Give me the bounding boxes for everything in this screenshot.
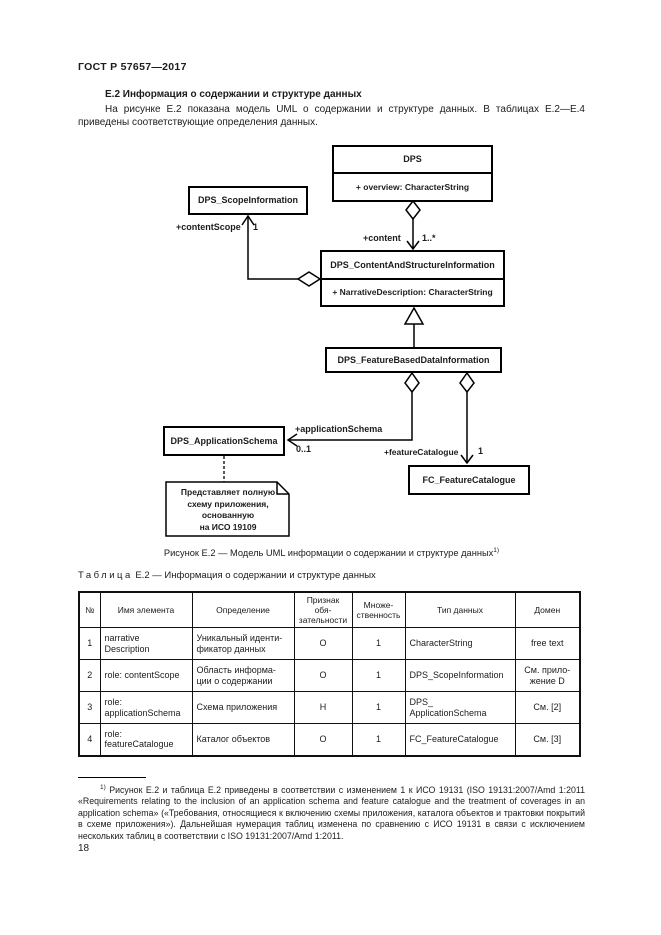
column-header-element-name: Имя элемента [99,591,193,628]
table-row: 2 role: contentScope Область информа- ци… [78,659,581,692]
class-box-feature-based: DPS_FeatureBasedDataInformation [325,347,502,373]
page-number: 18 [78,843,90,854]
note-fold-icon [276,482,289,495]
table-row: 1 narrative Description Уникальный идент… [78,627,581,660]
cell-element-name: role: applicationSchema [99,691,193,724]
figure-caption-text: Рисунок Е.2 — Модель UML информации о со… [163,548,494,559]
column-header-obligation: Признак обя- зательности [293,591,353,628]
cell-element-name: role: contentScope [99,659,193,692]
cell-obligation: О [293,659,353,692]
cell-number: 4 [78,723,101,756]
class-title: DPS [403,154,422,164]
class-title: DPS_ApplicationSchema [170,436,278,446]
cell-data-type: DPS_ ApplicationSchema [404,691,516,724]
column-header-number: № [78,591,101,628]
edge-label-content-scope: +contentScope [176,222,241,232]
footnote-text: Рисунок Е.2 и таблица Е.2 приведены в со… [78,784,585,841]
aggregation-diamond-icon [296,271,322,287]
class-attribute: + overview: CharacterString [334,172,491,200]
class-attribute: + NarrativeDescription: CharacterString [322,278,503,305]
cell-domain: free text [514,627,581,660]
edge-multiplicity-feature-catalogue: 1 [478,446,484,456]
arrowhead-icon [460,454,474,465]
cell-domain: См. [2] [514,691,581,724]
class-title: DPS_ScopeInformation [197,195,298,205]
cell-multiplicity: 1 [351,691,406,724]
table-caption-word: Таблица [78,570,133,581]
cell-definition: Схема приложения [191,691,295,724]
footnote: 1) Рисунок Е.2 и таблица Е.2 приведены в… [78,782,585,842]
figure-caption: Рисунок Е.2 — Модель UML информации о со… [78,547,585,558]
association-line [289,392,413,441]
class-title: DPS_ContentAndStructureInformation [330,260,495,270]
cell-number: 2 [78,659,101,692]
aggregation-diamond-icon [405,199,421,221]
cell-number: 3 [78,691,101,724]
class-box-dps: DPS + overview: CharacterString [332,145,493,202]
document-title: ГОСТ Р 57657—2017 [78,61,187,73]
footnote-divider [78,777,146,778]
cell-number: 1 [78,627,101,660]
class-box-application-schema: DPS_ApplicationSchema [163,426,285,456]
cell-element-name: role: featureCatalogue [99,723,193,756]
generalization-triangle-icon [403,306,425,325]
cell-obligation: Н [293,691,353,724]
aggregation-diamond-icon [404,371,420,394]
cell-element-name: narrative Description [99,627,193,660]
arrowhead-icon [406,240,420,251]
cell-multiplicity: 1 [351,627,406,660]
cell-data-type: DPS_ScopeInformation [404,659,516,692]
cell-multiplicity: 1 [351,723,406,756]
data-definitions-table: № Имя элемента Определение Признак обя- … [78,591,581,757]
cell-data-type: FC_FeatureCatalogue [404,723,516,756]
intro-paragraph: На рисунке Е.2 показана модель UML о сод… [78,104,585,128]
arrowhead-icon [241,214,255,226]
column-header-multiplicity: Множе- ственность [351,591,406,628]
uml-connectors [165,199,475,537]
class-box-scope-information: DPS_ScopeInformation [188,186,308,215]
column-header-domain: Домен [514,591,581,628]
cell-obligation: О [293,723,353,756]
edge-label-application-schema: +applicationSchema [295,424,383,434]
cell-definition: Уникальный иденти- фикатор данных [191,627,295,660]
class-box-feature-catalogue: FC_FeatureCatalogue [408,465,530,495]
edge-multiplicity-content-scope: 1 [253,222,259,232]
class-box-content-and-structure: DPS_ContentAndStructureInformation + Nar… [320,250,505,307]
uml-note-shape [165,481,290,537]
table-header-row: № Имя элемента Определение Признак обя- … [78,591,581,628]
cell-definition: Каталог объектов [191,723,295,756]
column-header-definition: Определение [191,591,295,628]
footnote-marker: 1) [100,784,106,791]
table-row: 3 role: applicationSchema Схема приложен… [78,691,581,724]
uml-note-text: Представляет полную схему приложения, ос… [180,487,276,532]
edge-multiplicity-application-schema: 0..1 [296,444,312,454]
cell-multiplicity: 1 [351,659,406,692]
association-line [247,217,298,280]
cell-domain: См. прило- жение D [514,659,581,692]
section-heading: Е.2 Информация о содержании и структуре … [105,89,362,100]
edge-label-content: +content [363,233,401,243]
edge-label-feature-catalogue: +featureCatalogue [384,447,459,457]
cell-definition: Область информа- ции о содержании [191,659,295,692]
column-header-data-type: Тип данных [404,591,516,628]
aggregation-diamond-icon [459,371,475,394]
cell-data-type: CharacterString [404,627,516,660]
cell-obligation: О [293,627,353,660]
edge-multiplicity-content: 1..* [422,233,436,243]
table-caption: Таблица Е.2 — Информация о содержании и … [78,570,376,581]
class-title: DPS_FeatureBasedDataInformation [337,355,490,365]
table-caption-rest: Е.2 — Информация о содержании и структур… [135,570,376,581]
class-title: FC_FeatureCatalogue [422,475,516,485]
cell-domain: См. [3] [514,723,581,756]
arrowhead-icon [286,433,298,447]
footnote-reference: 1) [493,547,500,554]
table-row: 4 role: featureCatalogue Каталог объекто… [78,723,581,756]
